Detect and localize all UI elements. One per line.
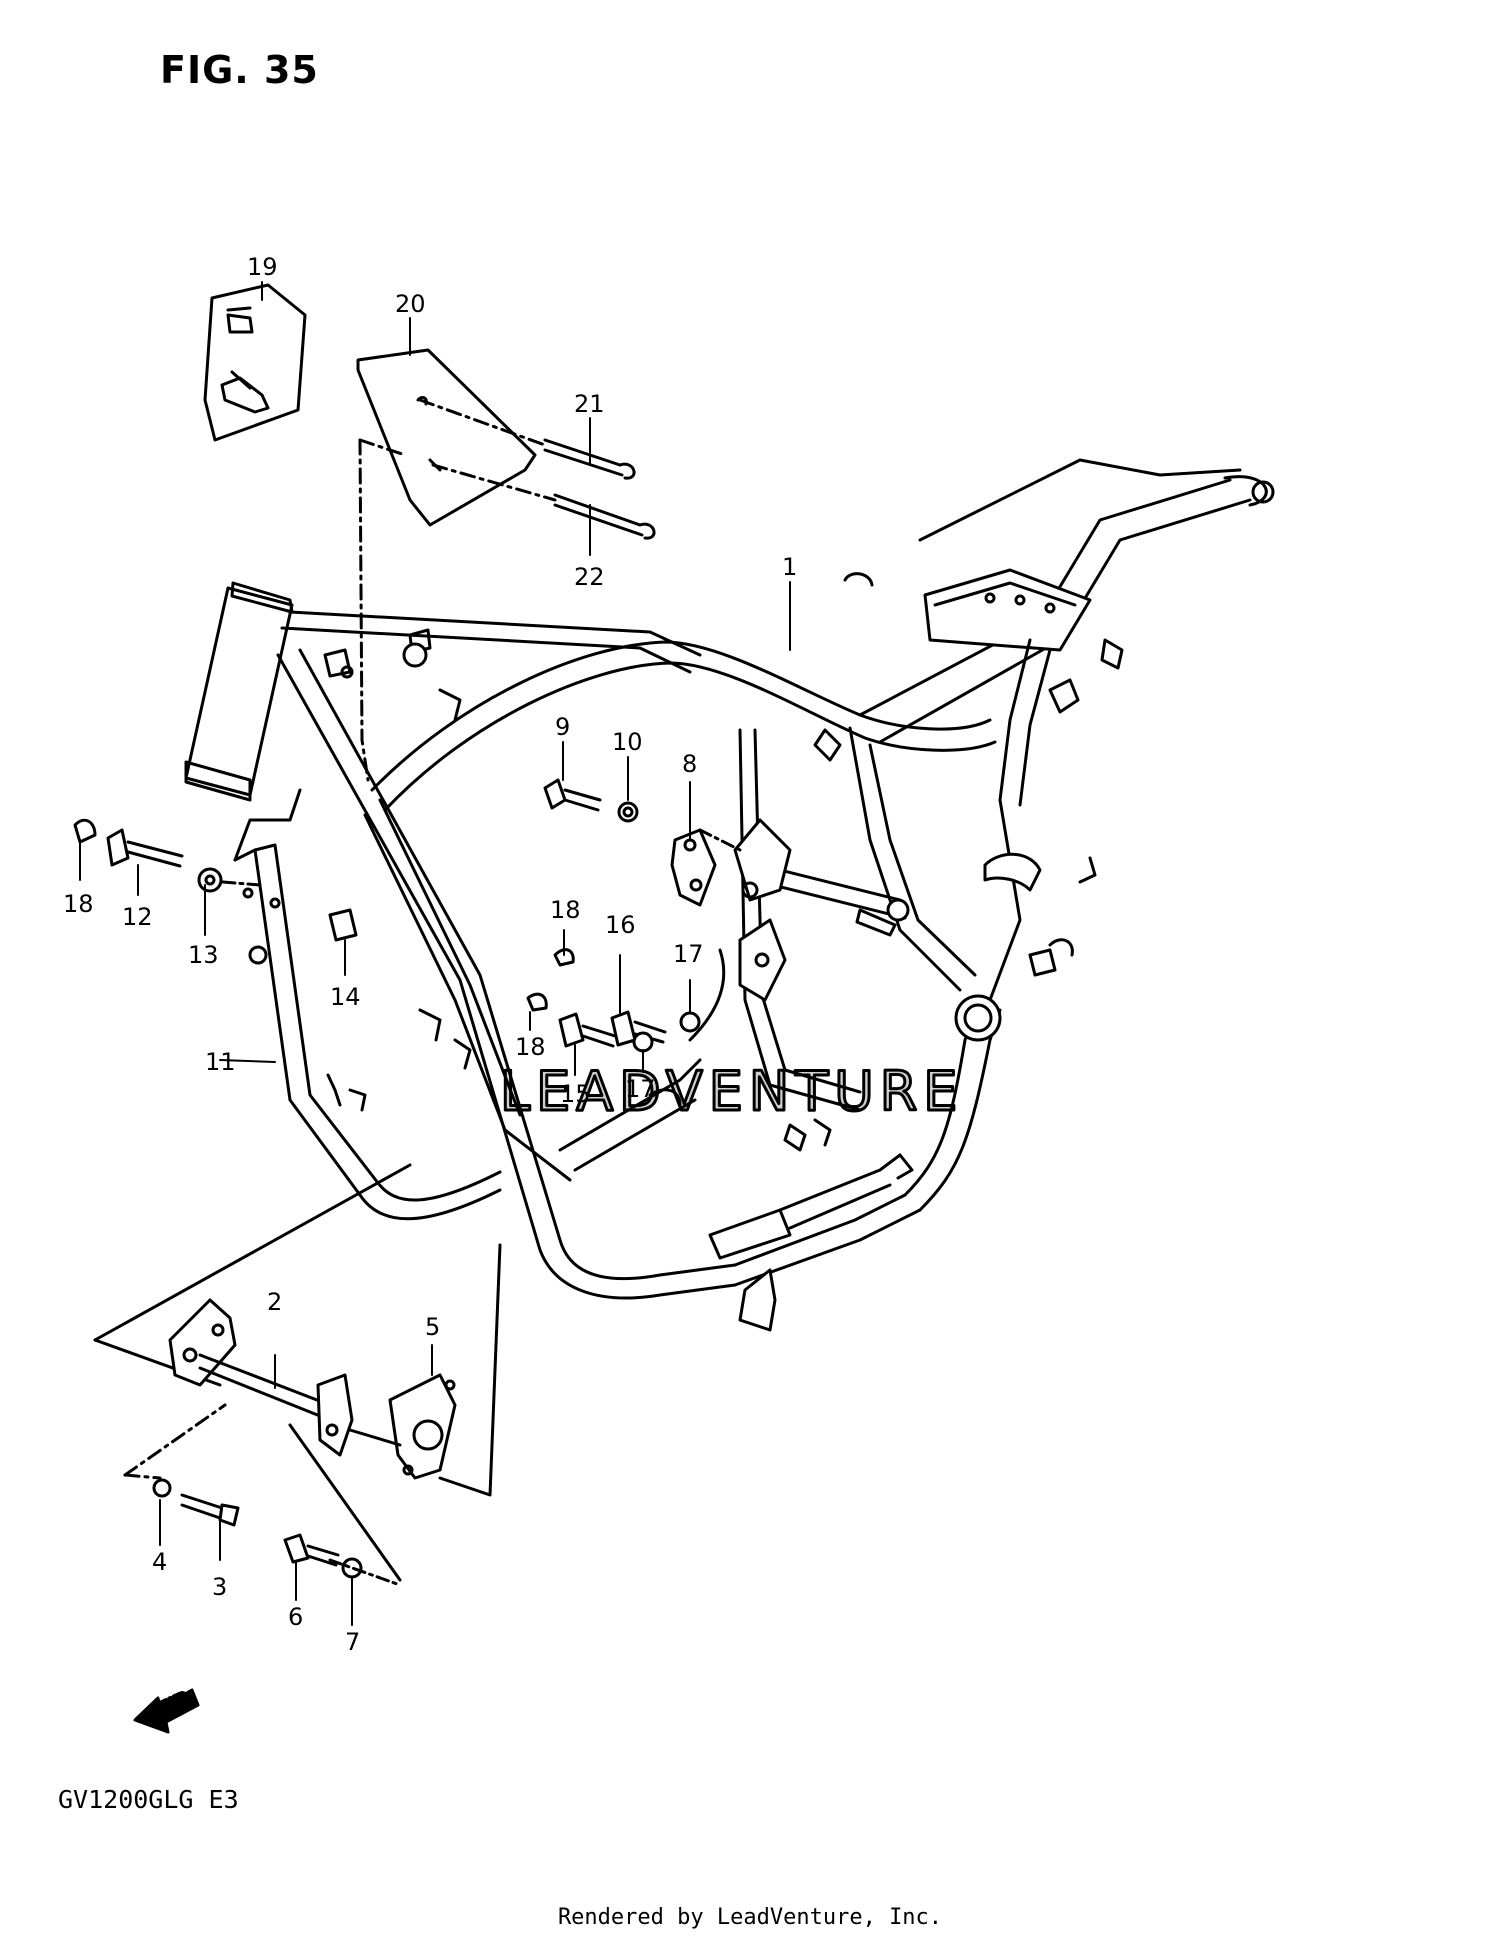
callout-3: 3 — [212, 1573, 227, 1601]
callout-17-lower: 17 — [625, 1075, 656, 1103]
callout-leaders — [79, 281, 791, 1626]
callout-21: 21 — [574, 390, 605, 418]
callout-6: 6 — [288, 1603, 303, 1631]
callout-18-left: 18 — [63, 890, 94, 918]
callout-labels: 1 2 3 4 5 6 7 8 9 10 11 12 13 14 15 16 1… — [63, 253, 797, 1656]
callout-9: 9 — [555, 713, 570, 741]
part-20-plate — [356, 348, 557, 782]
callout-18-upper: 18 — [550, 896, 581, 924]
callout-20: 20 — [395, 290, 426, 318]
callout-13: 13 — [188, 941, 219, 969]
callout-16: 16 — [605, 911, 636, 939]
callout-4: 4 — [152, 1548, 167, 1576]
callout-14: 14 — [330, 983, 361, 1011]
part-19-cover — [203, 283, 307, 442]
main-frame — [184, 458, 1275, 1332]
callout-8: 8 — [682, 750, 697, 778]
render-credit: Rendered by LeadVenture, Inc. — [557, 1905, 943, 1930]
callout-17-upper: 17 — [673, 940, 704, 968]
part-11-rail — [233, 788, 502, 1221]
callout-10: 10 — [612, 728, 643, 756]
callout-12: 12 — [122, 903, 153, 931]
callout-5: 5 — [425, 1313, 440, 1341]
hardware-middle — [526, 948, 701, 1053]
engine-bracket-assembly — [93, 1163, 502, 1587]
figure-title: FIG. 35 — [160, 48, 319, 92]
hardware-9-10-8 — [543, 778, 742, 907]
callout-2: 2 — [267, 1288, 282, 1316]
callout-1: 1 — [782, 553, 797, 581]
fwd-arrow-icon: FWD — [133, 1687, 200, 1734]
callout-15: 15 — [560, 1080, 591, 1108]
callout-7: 7 — [345, 1628, 360, 1656]
bolts-21-22 — [543, 438, 656, 540]
callout-11: 11 — [205, 1048, 236, 1076]
callout-18-lower: 18 — [515, 1033, 546, 1061]
callout-22: 22 — [574, 563, 605, 591]
model-code: GV1200GLG E3 — [58, 1785, 239, 1814]
hardware-left — [73, 818, 358, 942]
callout-19: 19 — [247, 253, 278, 281]
